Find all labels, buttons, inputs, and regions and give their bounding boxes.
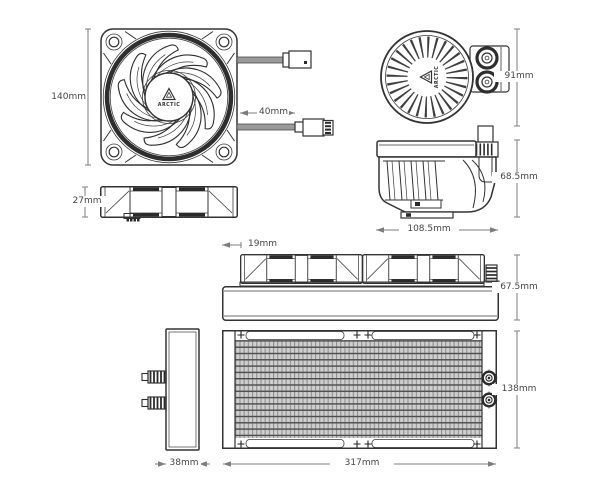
arctic-logo-fan-text: ARCTIC: [158, 102, 181, 108]
fan-side-view: [100, 186, 238, 222]
dim-label-fan-size: 140mm: [51, 92, 86, 102]
arctic-logo-pump: ARCTIC: [419, 66, 440, 89]
dim-label-fan-edge-offset: 19mm: [248, 239, 277, 249]
radiator-fill-port-1: [480, 369, 498, 387]
radiator-barb-2: [141, 396, 167, 410]
radiator-side-barb: [483, 264, 500, 288]
pump-fitting-top: [475, 46, 499, 70]
pump-fin-ring: [386, 36, 468, 118]
dim-label-fan-thickness: 27mm: [63, 196, 111, 207]
dim-label-cable-length: 40mm: [257, 107, 289, 118]
arctic-logo-pump-text: ARCTIC: [434, 66, 440, 89]
dim-label-pump-height: 68.5mm: [492, 172, 546, 183]
fan-cable-bottom: [236, 118, 334, 137]
radiator-screw-marks: [237, 331, 481, 448]
radiator-fin-core: [235, 340, 482, 438]
pump-fitting-bottom: [475, 70, 499, 94]
radiator-barb-1: [141, 370, 167, 384]
pump-top-view: [380, 30, 510, 124]
dim-label-assembly-height: 67.5mm: [492, 282, 546, 293]
dim-label-radiator-thickness: 38mm: [167, 458, 201, 469]
dim-label-pump-length: 108.5mm: [399, 224, 459, 235]
fan-corner-screws: [103, 31, 235, 163]
fan-cable-top: [236, 50, 312, 69]
dim-label-radiator-height: 138mm: [492, 384, 546, 395]
pump-side-view: [376, 125, 499, 219]
radiator-end-view: [141, 328, 200, 451]
arctic-logo-fan: ARCTIC: [158, 87, 181, 108]
dim-label-radiator-length: 317mm: [330, 458, 394, 469]
radiator-side-view: [222, 253, 500, 321]
dim-label-pump-width: 91mm: [494, 71, 544, 82]
radiator-front-view: [222, 330, 498, 449]
radiator-fill-port-2: [480, 391, 498, 409]
pump-fins: [386, 160, 439, 201]
